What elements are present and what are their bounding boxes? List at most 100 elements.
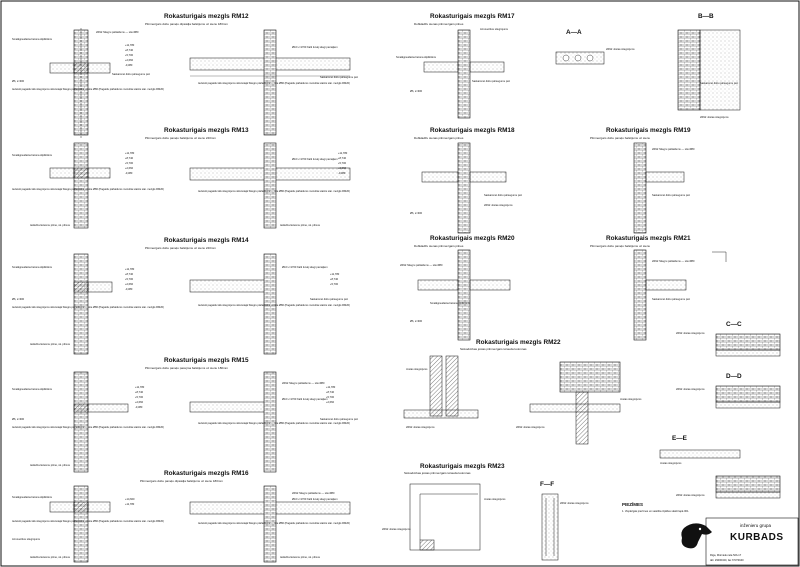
rm14-wall-left xyxy=(73,253,89,355)
rm16-wall-left xyxy=(73,485,89,563)
rm12-label-anchor: Ø10 L=1700 Kalti šuvēj stiegi pamājiem xyxy=(292,45,338,49)
svg-text:+11,780: +11,780 xyxy=(135,385,145,389)
rm15-title: Rokasturigais mezgls RM15 xyxy=(164,357,249,364)
rm13-levels: +11,780 +8,740 +5,700 +2,660 -0,380 xyxy=(125,151,135,175)
svg-text:Jostas stiegrojums: Jostas stiegrojums xyxy=(406,367,428,371)
svg-text:+5,700: +5,700 xyxy=(330,282,339,286)
rm14-label-monolith: Ievietoti pagaidu tāls stiegrojums siksn… xyxy=(12,305,164,309)
rm14-subtitle: Pilnmezgars dobu paneļu balstijums uz si… xyxy=(145,246,216,250)
rm14-label-monolith-2: Ievietoti pagaidu tāls stiegrojums siksn… xyxy=(198,303,350,307)
svg-text:2Ø12 Jostas stiegrojums: 2Ø12 Jostas stiegrojums xyxy=(676,493,705,497)
svg-text:+11,780: +11,780 xyxy=(125,151,135,155)
svg-text:2Ø12 Jostas stiegrojums: 2Ø12 Jostas stiegrojums xyxy=(560,501,589,505)
rm13-wall-left xyxy=(73,142,89,229)
svg-text:+14,600: +14,600 xyxy=(125,497,135,501)
detail-rm14: Rokasturigais mezgls RM14 Pilnmezgars do… xyxy=(12,237,350,355)
company-group: inženieru grupa xyxy=(740,523,772,528)
svg-text:+8,740: +8,740 xyxy=(338,156,347,160)
rm14-levels: +11,780 +8,740 +5,700 +2,660 -0,380 xyxy=(125,267,135,291)
rm12-label-wall: Smalkgraudaina betona sliplikšūns xyxy=(12,37,53,41)
svg-text:+8,740: +8,740 xyxy=(125,156,134,160)
rm23-subtitle: Siokodvirkas jostas pilnmezgars tērauda … xyxy=(404,471,471,475)
rm12-level: +5,700 xyxy=(125,53,134,57)
rm14-label-ring: Ø6, s=300 xyxy=(12,297,25,301)
svg-text:Smalkgraudaina betona sliplikš: Smalkgraudaina betona sliplikšūns xyxy=(430,301,471,305)
svg-text:+8,740: +8,740 xyxy=(330,277,339,281)
rm12-slab-right xyxy=(87,62,111,74)
svg-text:+11,780: +11,780 xyxy=(330,272,340,276)
svg-text:+5,700: +5,700 xyxy=(326,395,335,399)
rm13-label-monolith: Ievietoti pagaidu tāls stiegrojums siksn… xyxy=(12,187,164,191)
rm13-title: Rokasturigais mezgls RM13 xyxy=(164,127,249,134)
rm12-level: +8,740 xyxy=(125,48,134,52)
rm15-label-monolith: Ievietoti pagaidu tāls stiegrojums siksn… xyxy=(12,425,164,429)
notes-title: PIEZĪMES xyxy=(622,501,643,507)
svg-text:+2,660: +2,660 xyxy=(326,400,335,404)
rm13-label-bottom: Ieslēdza lietusmu pilme, sk. pilmus xyxy=(30,223,71,227)
svg-text:Smalkgraudaina betona sliplikš: Smalkgraudaina betona sliplikšūns xyxy=(396,55,437,59)
svg-text:2Ø12 Jostas stiegrojums: 2Ø12 Jostas stiegrojums xyxy=(676,387,705,391)
svg-text:Saskarsmē dobu pārsegumu pēc: Saskarsmē dobu pārsegumu pēc xyxy=(472,79,511,83)
detail-rm18: Rokasturigais mezgls RM18 Dobkladžu sien… xyxy=(410,127,523,234)
rm16-label-joint: 2Ø12 Stiegru pārlaidums — stie Ø80 xyxy=(292,491,335,495)
company-logo-icon xyxy=(681,523,712,549)
section-ee: E—E Jostas stiegrojums 2Ø12 Jostas stieg… xyxy=(659,435,781,499)
rm15-label-wall: Smalkgraudaina betona sliplikšūns xyxy=(12,387,53,391)
rm13-label-anchor: Ø10 L=1700 Kalti šuvēj stiegi pamājiem xyxy=(292,157,338,161)
svg-text:+11,780: +11,780 xyxy=(338,151,348,155)
section-aa: A—A 2Ø12 Jostas stiegrojums xyxy=(555,29,635,65)
rm12-label-ring: Ø6, s=300 xyxy=(12,79,25,83)
section-aa-title: A—A xyxy=(566,29,582,36)
svg-text:-0,380: -0,380 xyxy=(125,287,133,291)
svg-text:+8,740: +8,740 xyxy=(125,272,134,276)
svg-text:Armouotītus stiegrojums: Armouotītus stiegrojums xyxy=(480,27,509,31)
svg-text:+8,740: +8,740 xyxy=(326,390,335,394)
svg-text:Ø6, s=300: Ø6, s=300 xyxy=(410,89,423,93)
detail-rm17: Rokasturigais mezgls RM17 Dobkladžu sien… xyxy=(396,13,515,119)
rm12-label-seam-2: Saskarsmē dobu pārsegumu pēc xyxy=(320,75,359,79)
svg-text:2Ø12 Jostas stiegrojums: 2Ø12 Jostas stiegrojums xyxy=(406,425,435,429)
rm13-label-wall: Smalkgraudaina betona sliplikšūns xyxy=(12,153,53,157)
svg-text:+5,700: +5,700 xyxy=(125,277,134,281)
svg-text:2Ø12 Stiegru pārlaidums — stie: 2Ø12 Stiegru pārlaidums — stie Ø80 xyxy=(652,259,695,263)
rm12-slab-section-left xyxy=(189,57,271,71)
detail-rm13: Rokasturigais mezgls RM13 Pilnmezgars do… xyxy=(12,127,351,229)
section-cc-title: C—C xyxy=(726,321,742,328)
section-ff-title: F—F xyxy=(540,481,554,488)
rm12-subtitle: Pilnmezgars dobu paneļu dipsādja balstij… xyxy=(145,22,228,26)
svg-text:2Ø12 Jostas stiegrojums: 2Ø12 Jostas stiegrojums xyxy=(516,425,545,429)
company-contacts: tālr. 29000340, fax 67374640 xyxy=(710,558,744,562)
rm15-label-joint: 2Ø12 Stiegru pārlaidums — stie Ø80 xyxy=(282,381,325,385)
svg-text:Ø6, s=300: Ø6, s=300 xyxy=(410,211,423,215)
rm12-label-monolith: Ievietoti pagaidu tāls stiegrojums siksn… xyxy=(12,87,164,91)
rm12-level: -0,380 xyxy=(125,63,133,67)
svg-text:+2,660: +2,660 xyxy=(125,282,134,286)
rm12-title: Rokasturigais mezgls RM12 xyxy=(164,13,249,20)
detail-rm22: Rokasturigais mezgls RM22 Siokodvirkas j… xyxy=(403,339,642,445)
rm21-subtitle: Pilnmezgars dobu paneļu balstijums uz si… xyxy=(590,244,650,248)
rm12-label-joint: 2Ø12 Stiegru pārlaidums — stie Ø80 xyxy=(96,30,139,34)
rm17-subtitle: Dobkladžu sienas pilnmezgars pilnes xyxy=(414,22,464,26)
company-name: KURBADS xyxy=(730,532,784,543)
rm12-levels: +11,780 +8,740 +5,700 +2,660 -0,380 xyxy=(125,43,135,67)
rm16-label-bottom: Ieslēdza lietusmu pilme, sk. pilmus xyxy=(30,555,71,559)
section-cc: C—C 2Ø12 Jostas stiegrojums xyxy=(676,321,781,357)
section-dd-title: D—D xyxy=(726,373,742,380)
rm19-subtitle: Pilnmezgars dobu paneļu balstijums uz si… xyxy=(590,136,650,140)
rm16-subtitle: Pilnmezgars dobu paneļu dipsādja balstij… xyxy=(140,479,223,483)
svg-text:Ø6, s=300: Ø6, s=300 xyxy=(410,319,423,323)
title-block: inženieru grupa KURBADS Rīga, Mūrnieku i… xyxy=(681,517,799,566)
svg-text:2Ø12 Stiegru pārlaidums — stie: 2Ø12 Stiegru pārlaidums — stie Ø80 xyxy=(400,263,443,267)
svg-text:2Ø12 Jostas stiegrojums: 2Ø12 Jostas stiegrojums xyxy=(382,527,411,531)
company-address: Rīga, Mūrnieku iela 52b-17 xyxy=(710,553,742,557)
rm12-label-monolith-2: Ievietoti pagaidu tāls stiegrojums siksn… xyxy=(198,81,350,85)
detail-rm20: Rokasturigais mezgls RM20 Dobkladžu sien… xyxy=(400,235,515,341)
rm14-title: Rokasturigais mezgls RM14 xyxy=(164,237,249,244)
rm15-label-seam: Saskarsmē dobu pārsegumu pēc xyxy=(320,417,359,421)
rm13-subtitle: Pilnmezgars dobu paneļu balstijums uz si… xyxy=(145,136,216,140)
svg-text:2Ø12 Jostas stiegrojums: 2Ø12 Jostas stiegrojums xyxy=(700,115,729,119)
rm14-label-anchor: Ø10 L=1700 Kalti šuvēj stiegi pamājiem xyxy=(282,265,328,269)
section-ff: F—F 2Ø12 Jostas stiegrojums xyxy=(540,481,589,561)
